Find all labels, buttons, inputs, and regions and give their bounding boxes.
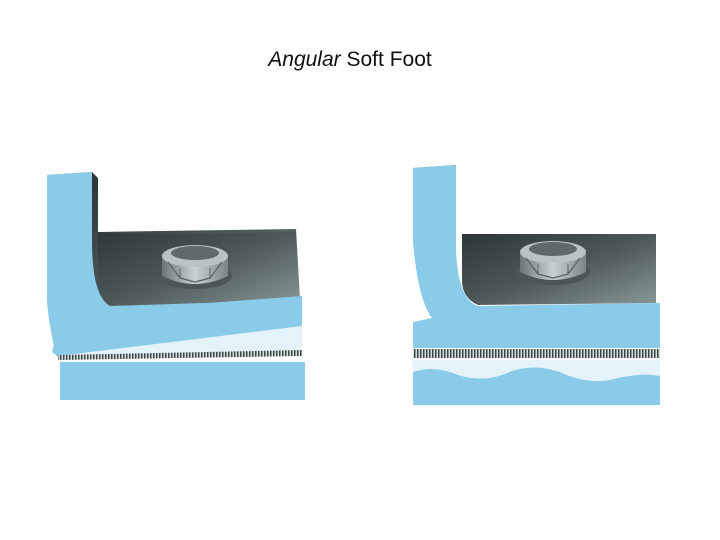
- right-machine-foot: [413, 165, 660, 348]
- hex-bolt-icon: [158, 245, 232, 289]
- title-rest: Soft Foot: [346, 48, 432, 71]
- left-illustration: [47, 172, 305, 400]
- hex-bolt-icon: [516, 241, 590, 285]
- page-title: Angular Soft Foot: [0, 48, 700, 72]
- right-shim-layer: [413, 349, 660, 358]
- right-wavy-gap: [413, 360, 660, 381]
- right-base-plate: [413, 367, 660, 405]
- left-base-plate: [60, 362, 305, 400]
- title-italic-word: Angular: [268, 48, 341, 71]
- right-illustration: [413, 165, 660, 405]
- left-shim-layer: [58, 350, 302, 360]
- left-foot-top-face: [47, 255, 302, 356]
